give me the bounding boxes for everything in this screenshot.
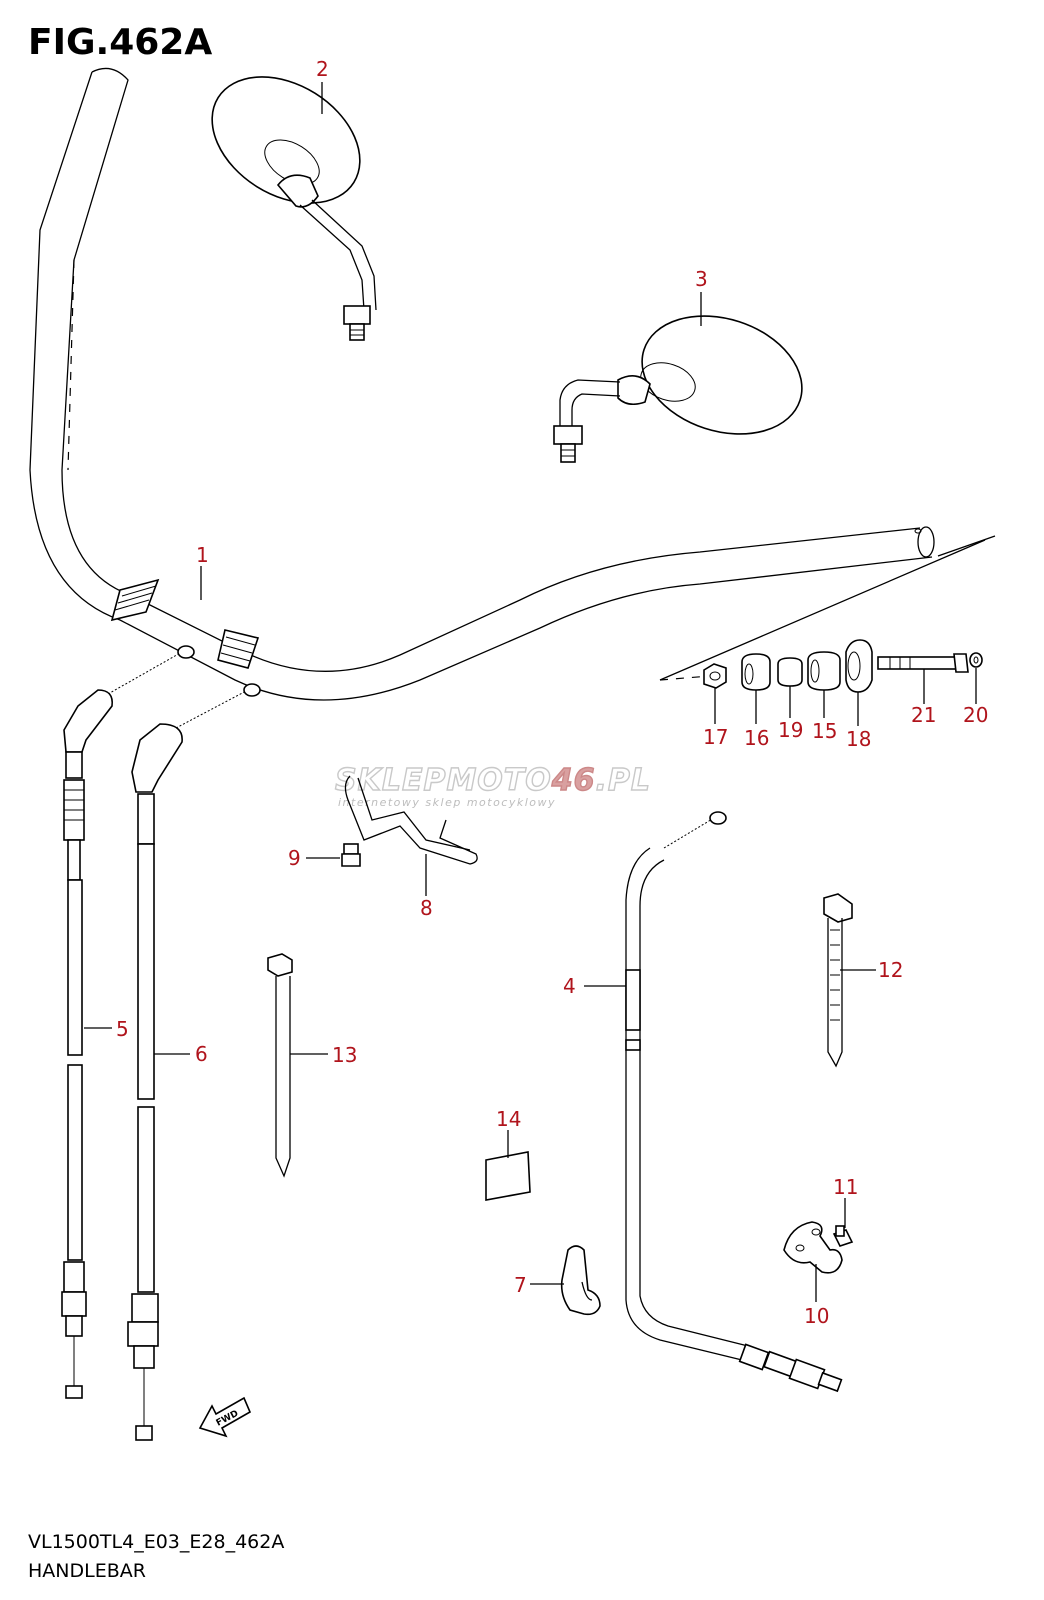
handlebar [29,67,996,701]
washer [969,652,983,668]
callout-10: 10 [804,1304,829,1328]
callout-16: 16 [744,726,769,750]
section-name: HANDLEBAR [28,1560,146,1582]
callout-14: 14 [496,1107,521,1131]
cable-tie-small [267,953,293,1178]
left-mirror [211,76,377,341]
callout-12: 12 [878,958,903,982]
cushion-upper [807,651,841,691]
watermark-brand-part1: SKLEPMOTO [335,763,552,798]
callout-17: 17 [703,725,728,749]
cable-clamp [560,1245,601,1316]
callout-11: 11 [833,1175,858,1199]
callout-13: 13 [332,1043,357,1067]
model-code: VL1500TL4_E03_E28_462A [28,1531,285,1553]
callout-8: 8 [420,896,433,920]
figure-title: FIG.462A [28,22,213,63]
knurl-band-1 [110,578,160,622]
callout-3: 3 [695,267,708,291]
cushion-lower [741,653,771,691]
watermark: SKLEPMOTO46.PL internetowy sklep motocyk… [334,762,651,809]
callout-1: 1 [196,543,209,567]
callout-21: 21 [911,703,936,727]
cable-guide [344,775,478,865]
fwd-arrow: FWD [198,1396,252,1438]
clamp-bracket [783,1221,843,1274]
right-mirror [553,315,803,463]
watermark-brand-part2: 46 [551,763,596,798]
spacer [777,657,803,687]
holder [845,639,873,693]
guide-bolt [341,843,361,867]
bolt [877,653,969,673]
callout-5: 5 [116,1017,129,1041]
clutch-cable [625,811,843,1393]
callout-4: 4 [563,974,576,998]
callout-15: 15 [812,719,837,743]
callout-20: 20 [963,703,988,727]
callout-9: 9 [288,846,301,870]
watermark-tagline: internetowy sklep motocyklowy [338,796,556,809]
callout-19: 19 [778,718,803,742]
cable-tie-large [823,893,853,1068]
throttle-cable-pull [61,645,195,1399]
callout-2: 2 [316,57,329,81]
throttle-cable-return [127,683,261,1441]
nut [703,663,727,689]
svg-text:SKLEPMOTO46.PL: SKLEPMOTO46.PL [335,763,651,798]
bracket-bolt [832,1225,854,1247]
watermark-brand-part3: .PL [596,763,652,798]
callout-7: 7 [514,1273,527,1297]
label [485,1151,531,1201]
callouts: 1 2 3 4 5 6 7 8 9 10 11 12 13 14 15 16 1… [116,57,988,1328]
callout-18: 18 [846,727,871,751]
leader-lines [84,82,977,1302]
callout-6: 6 [195,1042,208,1066]
knurl-band-2 [217,629,260,669]
